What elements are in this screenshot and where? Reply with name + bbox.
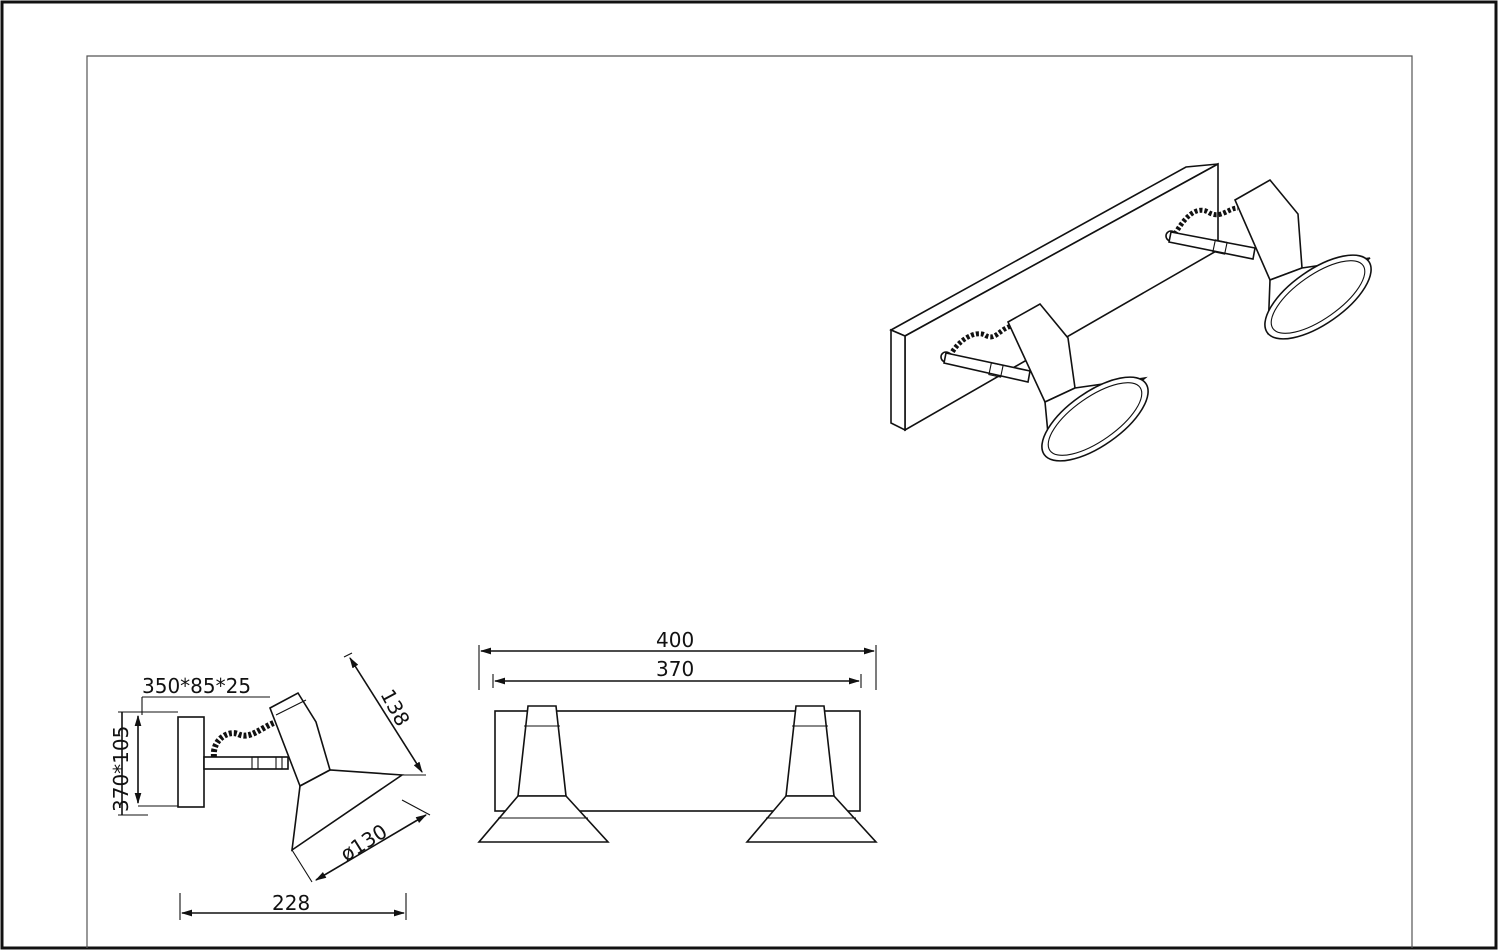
iso-joint-right — [1212, 239, 1228, 255]
side-joint — [251, 756, 283, 770]
label-height: 370*105 — [109, 726, 133, 812]
label-plate-width: 370 — [656, 657, 694, 681]
front-view: 400 370 — [477, 628, 878, 843]
label-overall-width: 400 — [656, 628, 694, 652]
inner-frame — [86, 55, 1413, 948]
isometric-view — [889, 162, 1372, 462]
iso-shade-rim-left — [1041, 376, 1149, 462]
side-cable — [210, 719, 278, 758]
iso-spotlight-right — [1165, 178, 1372, 340]
iso-shade-rim-right — [1264, 254, 1372, 340]
iso-joint-left — [988, 362, 1004, 378]
iso-cable-left — [947, 323, 1013, 358]
front-spotlight-right — [745, 705, 878, 843]
iso-cable-right — [1172, 205, 1239, 236]
iso-shade-neck-left — [1006, 302, 1076, 404]
iso-shade-inner-left — [1047, 382, 1143, 456]
side-view: 350*85*25 370*105 138 ø130 228 — [109, 652, 431, 920]
iso-shade-neck-right — [1233, 178, 1303, 282]
side-arm — [203, 756, 289, 770]
label-depth: 228 — [272, 891, 310, 915]
front-spotlight-left — [477, 705, 610, 843]
iso-plate-side — [890, 328, 906, 432]
iso-shade-inner-right — [1270, 260, 1366, 334]
label-plate-size: 350*85*25 — [142, 674, 251, 698]
iso-spotlight-left — [940, 302, 1149, 462]
side-shade-neck — [268, 691, 331, 788]
label-shade-diameter: ø130 — [336, 819, 391, 866]
side-plate — [177, 716, 205, 808]
